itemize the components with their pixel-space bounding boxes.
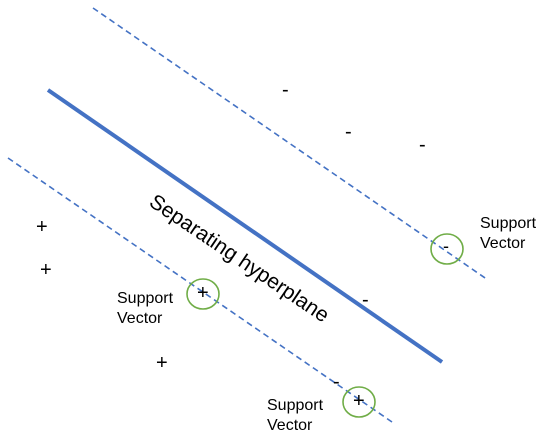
- support-vector-label-line1: Support: [267, 397, 324, 414]
- support-vector-label-line2: Vector: [480, 235, 526, 252]
- support-vector-label-line1: Support: [480, 215, 537, 232]
- lower-margin-line: [7, 157, 393, 423]
- support-vector-circle-plus-lower: [342, 386, 376, 418]
- support-vector-plus: +: [353, 390, 365, 412]
- support-vector-circle-plus-middle: [186, 278, 220, 310]
- support-vector-circle-minus: [430, 233, 464, 265]
- minus-point: -: [282, 79, 289, 101]
- minus-point: -: [419, 134, 426, 156]
- support-vector-label-right: Support Vector: [480, 214, 536, 254]
- plus-point: +: [36, 216, 48, 238]
- support-vector-plus: +: [197, 282, 209, 304]
- support-vector-minus: -: [443, 236, 449, 256]
- separating-hyperplane-line: [46, 88, 444, 364]
- support-vector-label-line1: Support: [117, 290, 174, 307]
- minus-point: -: [362, 289, 369, 311]
- minus-point: -: [345, 121, 352, 143]
- minus-point: -: [333, 371, 340, 393]
- upper-margin-line: [92, 7, 489, 281]
- plus-point: +: [156, 352, 168, 374]
- support-vector-label-line2: Vector: [267, 417, 313, 434]
- support-vector-label-line2: Vector: [117, 310, 163, 327]
- support-vector-label-bottom: Support Vector: [267, 396, 323, 436]
- support-vector-label-left: Support Vector: [117, 289, 173, 329]
- plus-point: +: [40, 259, 52, 281]
